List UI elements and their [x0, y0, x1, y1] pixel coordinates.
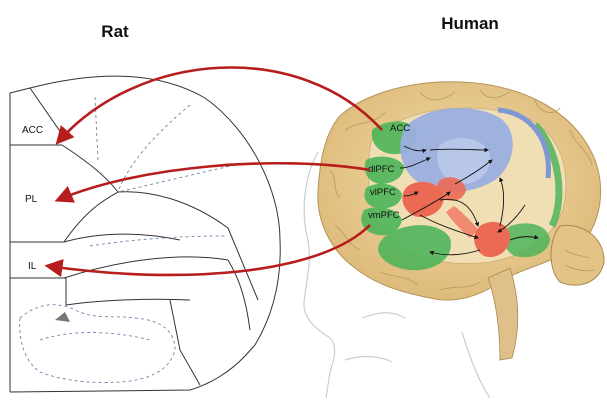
- rat-label-il: IL: [28, 261, 37, 272]
- human-label-vmpfc: vmPFC: [368, 210, 400, 221]
- human-label-acc: ACC: [390, 123, 410, 134]
- rat-label-pl: PL: [25, 194, 38, 205]
- human-label-vlpfc: vlPFC: [370, 187, 396, 198]
- rat-title: Rat: [101, 22, 129, 41]
- human-label-dlpfc: dlPFC: [368, 164, 395, 175]
- arrow-il: [48, 225, 370, 275]
- rat-ventricle: [55, 312, 70, 322]
- human-title: Human: [441, 14, 499, 33]
- rat-brain-section: [10, 76, 280, 392]
- rat-label-acc: ACC: [22, 125, 43, 136]
- rat-dashed-boundaries: [20, 97, 235, 383]
